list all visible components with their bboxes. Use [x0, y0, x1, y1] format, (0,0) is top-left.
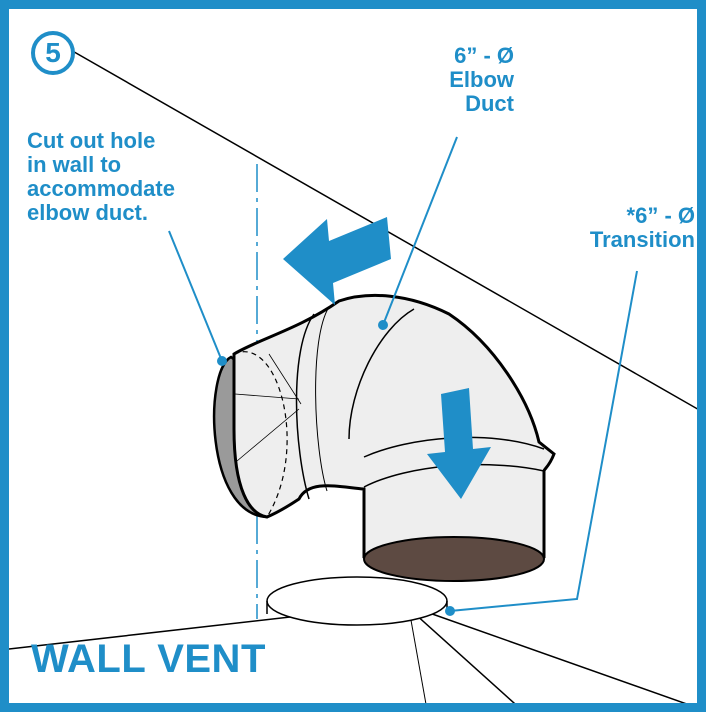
elbow-seam-3 [348, 308, 415, 440]
cutout-leader-dot [217, 356, 227, 366]
down-arrow [427, 388, 491, 499]
cutout-leader [168, 230, 223, 362]
elbow-duct-body [232, 293, 556, 572]
wall-ceiling-edge [68, 48, 697, 410]
cutout-label: Cut out hole in wall to accommodate elbo… [27, 128, 175, 225]
floor-edge-front-b [408, 608, 427, 703]
left-arrow [283, 217, 391, 305]
elbow-leader-dot [378, 320, 388, 330]
transition-label: *6” - Ø Transition [589, 203, 695, 252]
transition-leader [449, 270, 638, 612]
elbow-seam-1 [295, 313, 315, 500]
diagram-title: WALL VENT [31, 637, 266, 681]
step-number-badge: 5 [31, 31, 75, 75]
floor-edge-front-a [403, 603, 516, 703]
illustration [9, 48, 697, 703]
floor-edge-right [403, 603, 687, 703]
elbow-facet-1 [234, 353, 302, 462]
elbow-duct-label: 6” - Ø Elbow Duct [449, 43, 514, 116]
transition-leader-dot [445, 606, 455, 616]
duct-bottom-opening [363, 536, 545, 582]
elbow-seam-2 [315, 306, 330, 492]
elbow-leader [382, 136, 458, 326]
transition-ring [266, 576, 448, 626]
